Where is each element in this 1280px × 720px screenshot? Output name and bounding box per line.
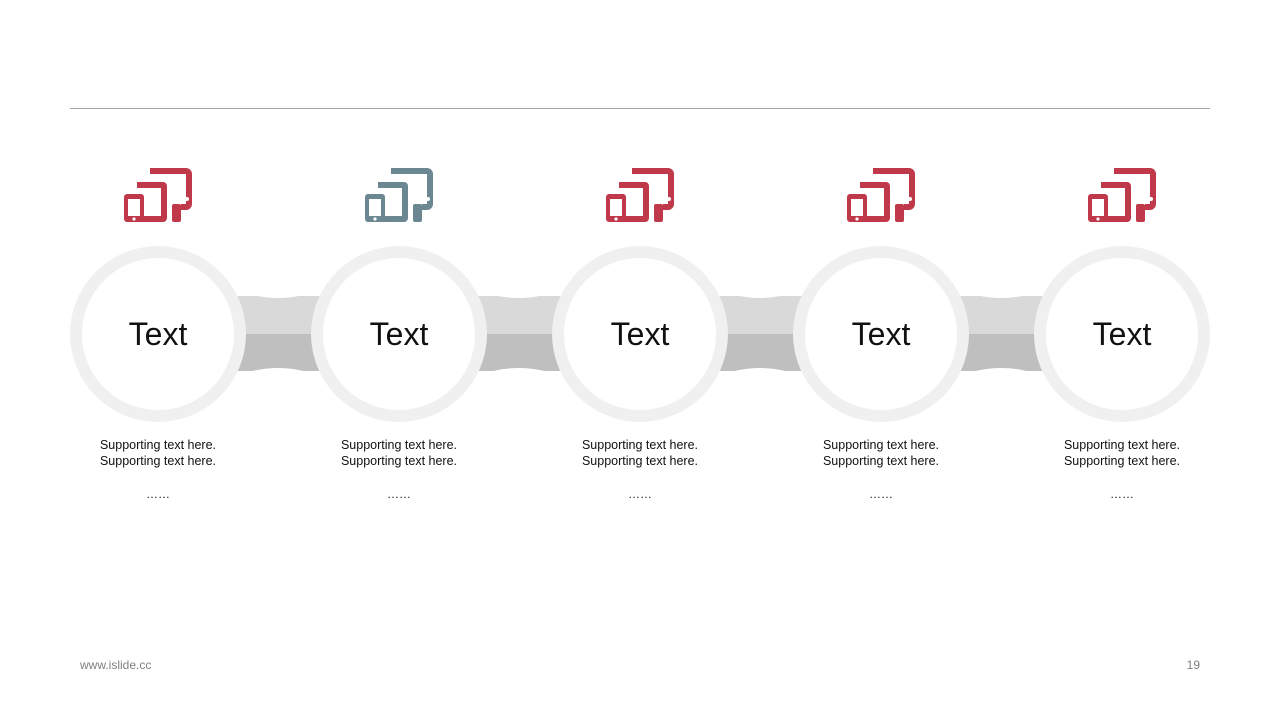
step-description: Supporting text here. Supporting text he… <box>822 438 940 468</box>
devices-icon <box>847 168 915 222</box>
page-number: 19 <box>1186 658 1200 672</box>
step-ellipsis: …… <box>1110 487 1134 501</box>
step-3: Text Supporting text here. Supporting te… <box>552 160 728 520</box>
devices-icon <box>606 168 674 222</box>
step-2: Text Supporting text here. Supporting te… <box>311 160 487 520</box>
step-ellipsis: …… <box>628 487 652 501</box>
step-description: Supporting text here. Supporting text he… <box>99 438 217 468</box>
step-title: Text <box>128 316 188 352</box>
step-ellipsis: …… <box>146 487 170 501</box>
step-1: Text Supporting text here. Supporting te… <box>70 160 246 520</box>
footer-url: www.islide.cc <box>80 658 152 672</box>
step-title: Text <box>851 316 911 352</box>
step-circle: Text <box>311 246 487 422</box>
devices-icon <box>365 168 433 222</box>
step-description: Supporting text here. Supporting text he… <box>340 438 458 468</box>
step-4: Text Supporting text here. Supporting te… <box>793 160 969 520</box>
step-description: Supporting text here. Supporting text he… <box>581 438 699 468</box>
step-ellipsis: …… <box>869 487 893 501</box>
devices-icon <box>124 168 192 222</box>
step-title: Text <box>1092 316 1152 352</box>
top-divider <box>70 108 1210 109</box>
step-circle: Text <box>70 246 246 422</box>
step-circle: Text <box>793 246 969 422</box>
devices-icon <box>1088 168 1156 222</box>
step-title: Text <box>610 316 670 352</box>
step-description: Supporting text here. Supporting text he… <box>1063 438 1181 468</box>
step-circle: Text <box>1034 246 1210 422</box>
step-ellipsis: …… <box>387 487 411 501</box>
step-5: Text Supporting text here. Supporting te… <box>1034 160 1210 520</box>
step-title: Text <box>369 316 429 352</box>
step-circle: Text <box>552 246 728 422</box>
